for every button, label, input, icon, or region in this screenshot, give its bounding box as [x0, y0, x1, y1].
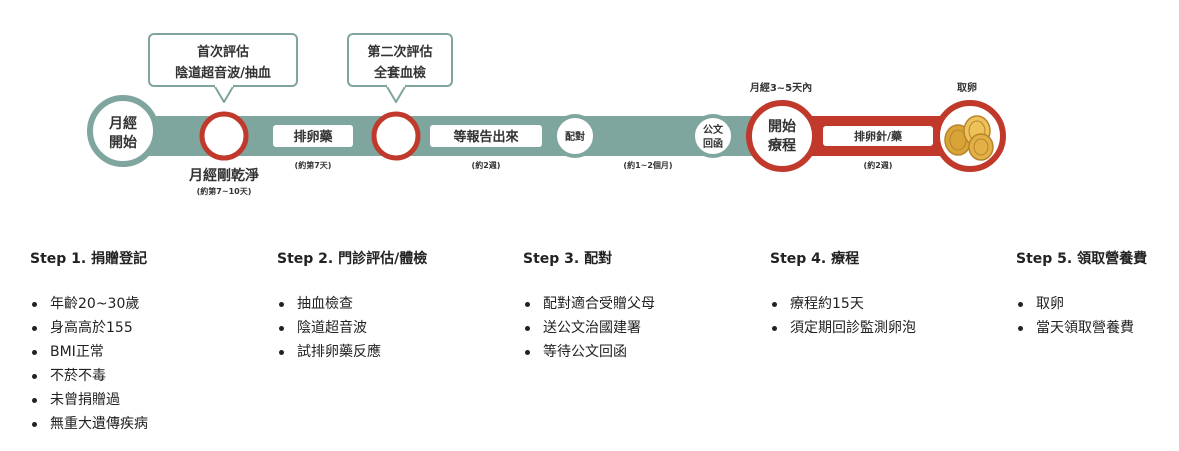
- list-item: 身高高於155: [30, 316, 270, 340]
- coins-icon: [944, 115, 994, 161]
- official-reply-line1: 公文: [703, 123, 724, 136]
- period-3-5-label: 月經3~5天內: [749, 81, 812, 94]
- pill-injection-sub: (約2週): [864, 160, 893, 170]
- step-3-title: Step 3. 配對: [523, 251, 613, 267]
- pill-wait-report: [430, 125, 542, 147]
- callout-second-line2: 全套血檢: [373, 65, 426, 81]
- period-clean-circle: [199, 111, 249, 161]
- list-item: 送公文治國建署: [523, 316, 763, 340]
- step-4: Step 4. 療程 療程約15天 須定期回診監測卵泡: [770, 248, 1010, 340]
- step-1-list: 年齡20~30歲 身高高於155 BMI正常 不菸不毒 未曾捐贈過 無重大遺傳疾…: [30, 292, 270, 436]
- list-item: 療程約15天: [770, 292, 1010, 316]
- list-item: 須定期回診監測卵泡: [770, 316, 1010, 340]
- callout-first-pointer: [213, 84, 235, 103]
- pill-ovulation-sub: (約第7天): [295, 160, 332, 170]
- list-item: 等待公文回函: [523, 340, 763, 364]
- pill-ovulation-label: 排卵藥: [293, 129, 333, 145]
- step-1-title: Step 1. 捐贈登記: [30, 251, 148, 267]
- step-5-title: Step 5. 領取營養費: [1016, 251, 1148, 267]
- step-2-list: 抽血檢查 陰道超音波 試排卵藥反應: [277, 292, 517, 364]
- process-timeline-diagram: 月經 開始 首次評估 陰道超音波/抽血 月經剛乾淨 (約第7~10天) 排卵藥 …: [87, 33, 1006, 196]
- second-eval-circle: [371, 111, 421, 161]
- retrieval-label: 取卵: [957, 81, 977, 94]
- pill-injection: [823, 126, 933, 146]
- treatment-start-line2: 療程: [768, 137, 796, 154]
- list-item: 陰道超音波: [277, 316, 517, 340]
- step-3: Step 3. 配對 配對適合受贈父母 送公文治國建署 等待公文回函: [523, 248, 763, 364]
- list-item: 試排卵藥反應: [277, 340, 517, 364]
- official-reply-circle: [691, 114, 735, 158]
- step-4-title: Step 4. 療程: [770, 251, 860, 267]
- match-circle: [553, 114, 597, 158]
- start-circle-line1: 月經: [108, 115, 137, 132]
- start-circle-line2: 開始: [109, 134, 137, 151]
- start-circle: [87, 95, 159, 167]
- list-item: 取卵: [1016, 292, 1179, 316]
- treatment-start-circle: [746, 100, 818, 172]
- list-item: 當天領取營養費: [1016, 316, 1179, 340]
- callout-first-line1: 首次評估: [197, 44, 249, 60]
- treatment-start-line1: 開始: [768, 118, 796, 135]
- list-item: 配對適合受贈父母: [523, 292, 763, 316]
- list-item: 不菸不毒: [30, 364, 270, 388]
- period-clean-label: 月經剛乾淨: [188, 167, 259, 184]
- step-1: Step 1. 捐贈登記 年齡20~30歲 身高高於155 BMI正常 不菸不毒…: [30, 248, 270, 436]
- period-clean-sub: (約第7~10天): [197, 186, 252, 196]
- step-5: Step 5. 領取營養費 取卵 當天領取營養費: [1016, 248, 1179, 340]
- step-4-list: 療程約15天 須定期回診監測卵泡: [770, 292, 1010, 340]
- official-reply-line2: 回函: [703, 138, 723, 150]
- list-item: BMI正常: [30, 340, 270, 364]
- list-item: 無重大遺傳疾病: [30, 412, 270, 436]
- list-item: 年齡20~30歲: [30, 292, 270, 316]
- callout-second-pointer: [385, 84, 407, 103]
- callout-first-line2: 陰道超音波/抽血: [175, 65, 271, 81]
- step-3-list: 配對適合受贈父母 送公文治國建署 等待公文回函: [523, 292, 763, 364]
- list-item: 抽血檢查: [277, 292, 517, 316]
- pill-ovulation: [273, 125, 353, 147]
- callout-second-line1: 第二次評估: [367, 44, 432, 60]
- step-2: Step 2. 門診評估/體檢 抽血檢查 陰道超音波 試排卵藥反應: [277, 248, 517, 364]
- step-5-list: 取卵 當天領取營養費: [1016, 292, 1179, 340]
- pill-injection-label: 排卵針/藥: [854, 129, 903, 143]
- list-item: 未曾捐贈過: [30, 388, 270, 412]
- pill-wait-report-sub: (約2週): [472, 160, 501, 170]
- step-2-title: Step 2. 門診評估/體檢: [277, 251, 428, 267]
- pill-wait-report-label: 等報告出來: [452, 129, 519, 145]
- official-duration: (約1~2個月): [623, 160, 672, 170]
- match-circle-label: 配對: [565, 130, 585, 143]
